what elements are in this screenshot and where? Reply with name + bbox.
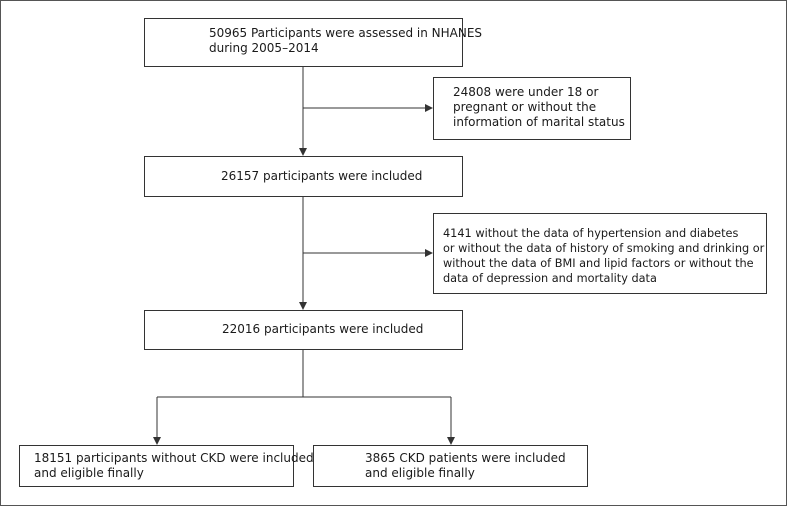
box-non-ckd-line-2: and eligible finally [34,466,144,480]
box-ckd-line-1: 3865 CKD patients were included [365,451,566,465]
box-excluded-2-line-1: 4141 without the data of hypertension an… [443,227,739,240]
box-included-2-line-1: 22016 participants were included [222,322,424,336]
box-non-ckd-line-1: 18151 participants without CKD were incl… [34,451,314,465]
box-excluded-1-line-1: 24808 were under 18 or [453,85,599,99]
box-assessed-line-2: during 2005–2014 [209,41,319,55]
box-assessed-line-1: 50965 Participants were assessed in NHAN… [209,26,483,40]
box-included-1: 26157 participants were included [144,156,463,197]
box-ckd: 3865 CKD patients were included and elig… [313,445,588,487]
box-excluded-2-line-2: or without the data of history of smokin… [443,242,765,255]
box-excluded-2-line-4: data of depression and mortality data [443,272,657,285]
box-included-1-line-1: 26157 participants were included [221,169,423,183]
box-assessed: 50965 Participants were assessed in NHAN… [144,18,483,67]
box-excluded-2-line-3: without the data of BMI and lipid factor… [443,257,754,270]
box-excluded-1-line-2: pregnant or without the [453,100,597,114]
box-non-ckd: 18151 participants without CKD were incl… [19,445,314,487]
box-excluded-missing-data: 4141 without the data of hypertension an… [433,213,767,294]
box-included-2: 22016 participants were included [144,310,463,350]
box-ckd-line-2: and eligible finally [365,466,475,480]
box-excluded-under18: 24808 were under 18 or pregnant or witho… [433,77,631,140]
box-excluded-1-line-3: information of marital status [453,115,625,129]
